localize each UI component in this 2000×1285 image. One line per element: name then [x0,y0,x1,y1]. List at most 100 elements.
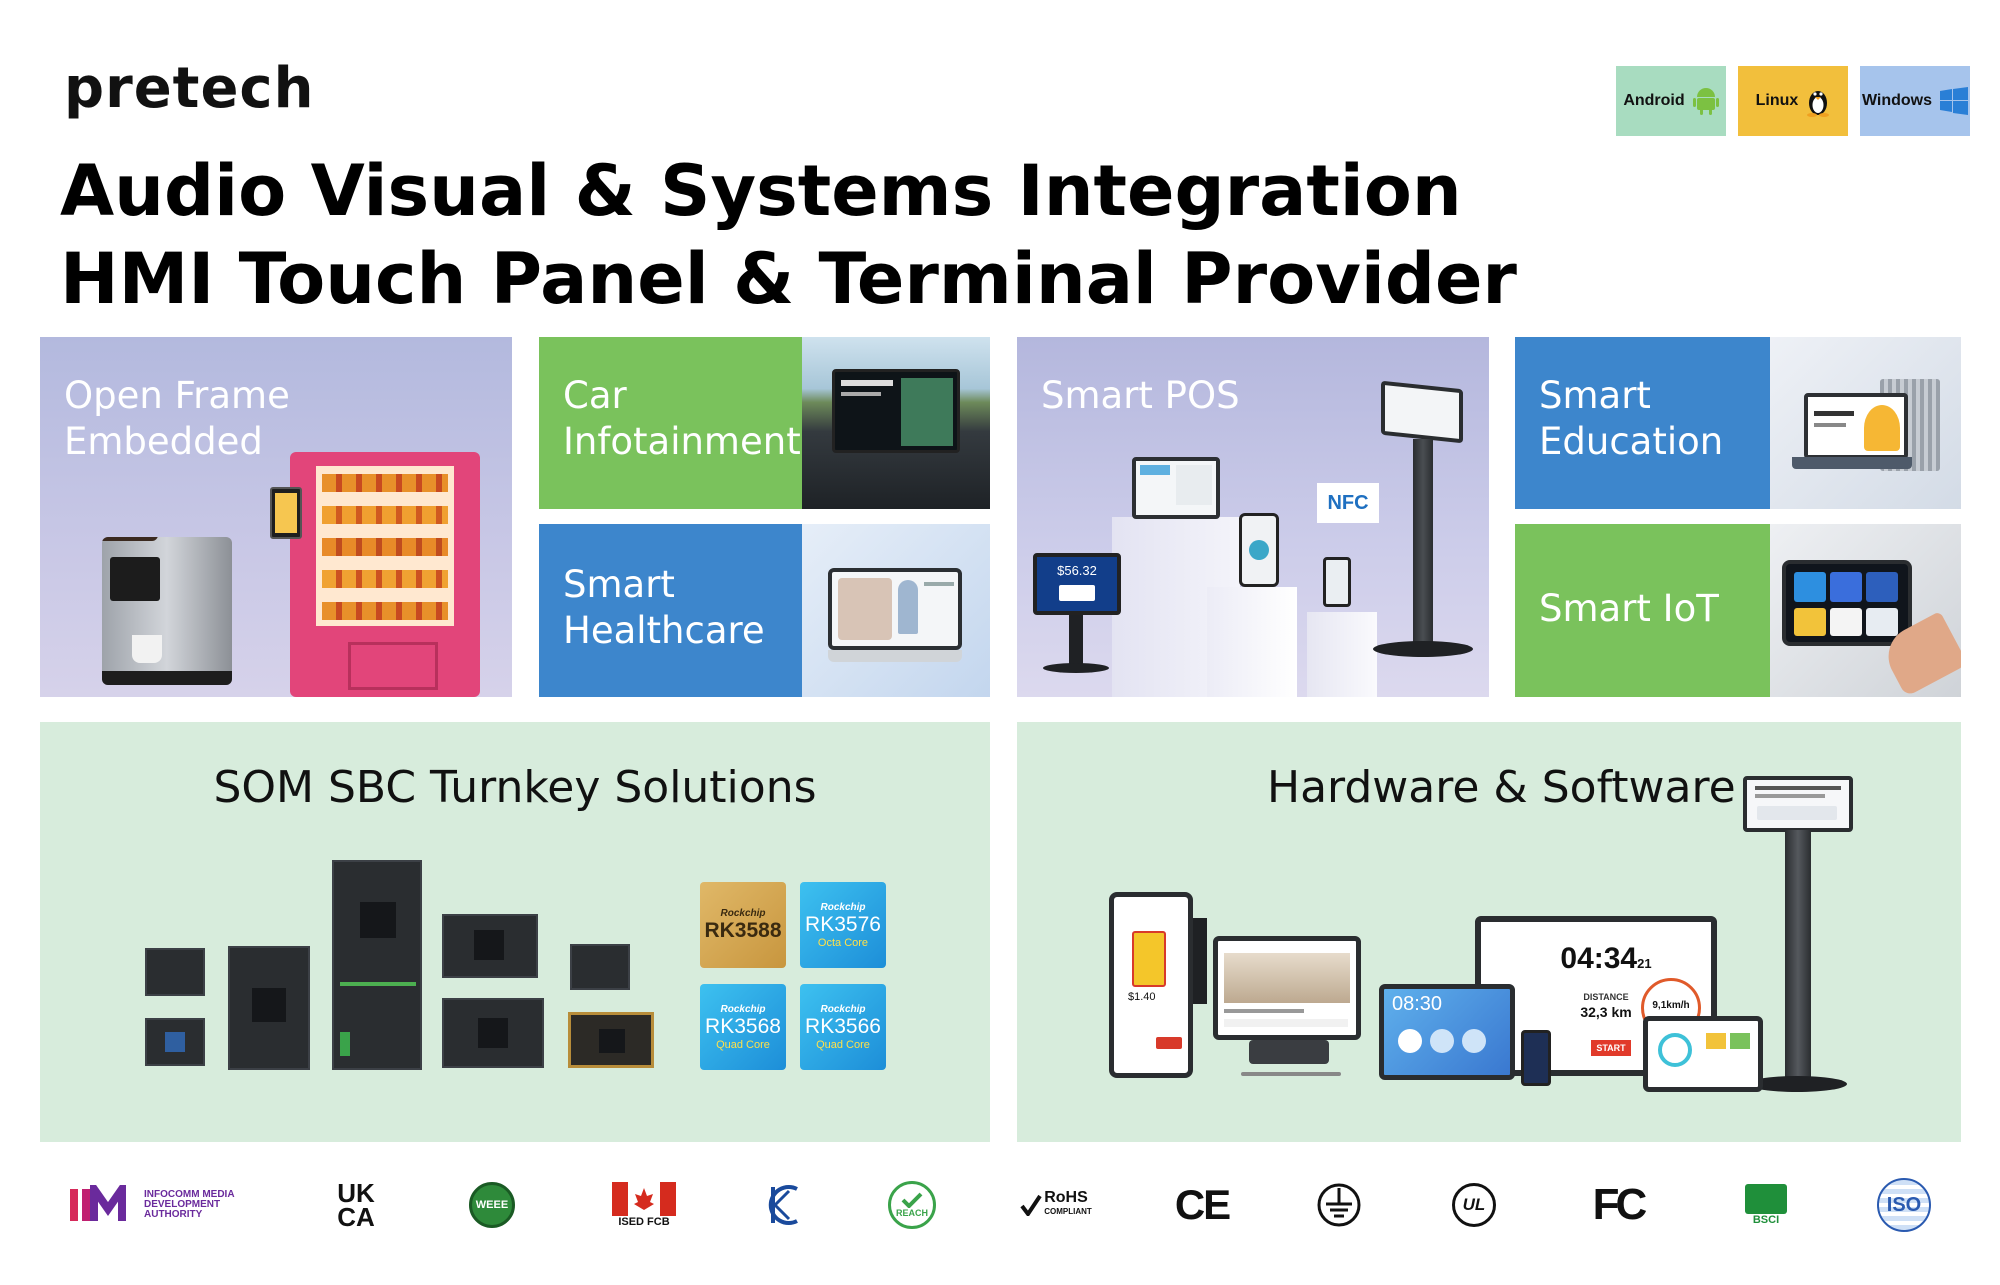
sbc-board-image [228,946,310,1070]
panel-som-sbc-turnkey: SOM SBC Turnkey Solutions Rockchip RK358… [40,722,990,1142]
distance-label: DISTANCE [1583,992,1629,1002]
time-text: 08:30 [1392,993,1443,1015]
sbc-board-image [442,914,538,978]
som-board-image [570,944,630,990]
pos-terminal-image [1132,457,1220,519]
tile-label-line2: Education [1539,420,1724,463]
coffee-machine-image [102,537,232,685]
imda-logo: INFOCOMM MEDIA DEVELOPMENT AUTHORITY [68,1170,240,1240]
headline-line-1: Audio Visual & Systems Integration [60,150,1462,232]
car-dashboard-image [802,337,990,509]
headline-line-2: HMI Touch Panel & Terminal Provider [60,238,1517,320]
chip-rk3576: Rockchip RK3576 Octa Core [800,882,886,968]
tile-label: Smart IoT [1539,587,1719,630]
panel-hardware-software: Hardware & Software $1.40 04:3421 DISTAN… [1017,722,1961,1142]
small-phone-image [1521,1030,1551,1086]
tile-open-frame-embedded[interactable]: Open Frame Embedded [40,337,512,697]
tile-smart-healthcare[interactable]: Smart Healthcare [539,524,990,697]
som-module-gold-image [568,1012,654,1068]
kiosk-base [1373,641,1473,657]
os-badge-linux: Linux [1738,66,1848,136]
checkmark-icon [1020,1194,1042,1216]
education-tablet-image [1770,337,1961,509]
kc-logo [764,1170,804,1240]
checkmark-icon [901,1192,923,1208]
weee-logo: WEEE [466,1170,518,1240]
kiosk-pole [1785,830,1811,1088]
fcc-logo: FC [1592,1180,1648,1229]
som-board-image [145,1018,205,1066]
vending-touch-screen [270,487,302,539]
smart-home-tablet-image: 08:30 [1379,984,1515,1080]
vertical-tablet-image: $1.40 [1109,892,1193,1078]
chip-rk3588: Rockchip RK3588 [700,882,786,968]
rohs-logo: RoHS COMPLIANT [1018,1170,1094,1240]
chip-rk3568: Rockchip RK3568 Quad Core [700,984,786,1070]
ground-safety-logo [1314,1170,1364,1240]
price-text: $56.32 [1057,563,1097,578]
display-stand [1249,1040,1329,1064]
tile-label-line2: Infotainment [563,420,801,463]
kc-mark-icon [768,1185,798,1225]
tile-smart-education[interactable]: Smart Education [1515,337,1961,509]
tile-label-line1: Smart [563,563,675,606]
start-button-label: START [1591,1040,1631,1056]
vending-machine-image [290,452,480,697]
price-text: $1.40 [1128,991,1156,1003]
stylus-pen [1241,1072,1341,1076]
iso-logo: ISO [1872,1170,1936,1240]
chip-rk3566: Rockchip RK3566 Quad Core [800,984,886,1070]
pos-payment-tablet: $56.32 [1033,553,1121,615]
nfc-badge: NFC [1317,483,1379,523]
landscape-display-image [1213,936,1361,1040]
nfc-phone-image [1239,513,1279,587]
bsci-logo: BSCI [1738,1170,1794,1240]
distance-value: 32,3 km [1580,1004,1632,1020]
panel-title: SOM SBC Turnkey Solutions [213,762,817,813]
display-pedestal [1207,587,1297,697]
tile-label-line2: Healthcare [563,609,765,652]
tile-smart-iot[interactable]: Smart IoT [1515,524,1961,697]
ce-logo: CE [1174,1181,1231,1228]
small-control-display-image [1643,1016,1763,1092]
tile-label: Smart POS [1041,374,1240,417]
tile-smart-pos[interactable]: Smart POS $56.32 NFC [1017,337,1489,697]
display-pedestal [1307,612,1377,697]
tile-label-line2: Embedded [64,420,263,463]
tablet-stand-base [1043,663,1109,673]
healthcare-device-image [802,524,990,697]
imda-mark-icon [70,1185,126,1221]
android-icon [1692,88,1719,115]
reach-logo: REACH [884,1170,940,1240]
panel-title: Hardware & Software [1267,762,1736,813]
tile-label-line1: Open Frame [64,374,290,417]
kiosk-pole [1413,439,1433,649]
floor-stand-kiosk-image [1381,380,1463,444]
tablet-mount [1193,918,1207,1004]
iot-wall-panel-image [1770,524,1961,697]
pretech-logo: pretech [64,56,315,121]
sbc-board-large-image [332,860,422,1070]
sbc-board-image [442,998,544,1068]
tablet-stand [1069,615,1083,667]
ul-logo: UL [1448,1170,1500,1240]
speed-value: 9,1km/h [1652,1000,1690,1011]
clock-text: 04:34 [1560,942,1638,975]
ground-mark-icon [1317,1183,1361,1227]
tile-label-line1: Smart [1539,374,1651,417]
tile-label-line1: Car [563,374,627,417]
ised-fcb-logo: ISED FCB [608,1170,680,1240]
os-badge-windows: Windows [1860,66,1970,136]
windows-icon [1940,87,1969,115]
os-badge-android: Android [1616,66,1726,136]
logo-text: pretech [64,56,315,121]
kiosk-base [1747,1076,1847,1092]
linux-tux-icon [1807,91,1830,117]
kiosk-stand-image [1743,776,1853,832]
ukca-logo: UK CA [337,1178,375,1232]
handheld-terminal-image [1323,557,1351,607]
clock-seconds: 21 [1637,956,1652,971]
tile-car-infotainment[interactable]: Car Infotainment [539,337,990,509]
canada-flag-icon [612,1182,676,1216]
som-board-image [145,948,205,996]
